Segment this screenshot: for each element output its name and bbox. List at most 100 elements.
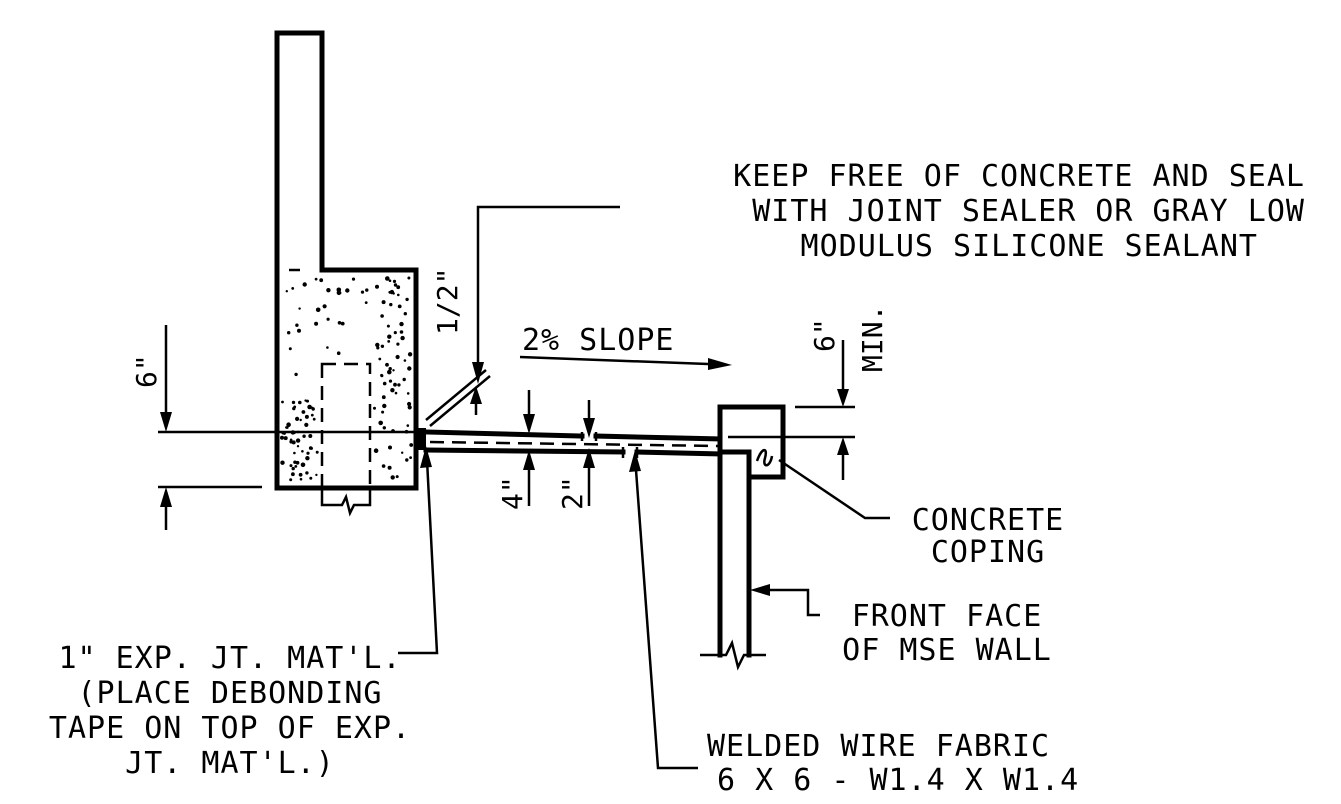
stipple-dot [402,377,406,382]
stipple-dot [409,456,412,459]
stipple-dot [373,448,379,454]
stipple-dot [293,451,296,455]
stipple-dot [387,334,392,339]
stipple-dot [291,440,296,445]
slope-indicator: 2% SLOPE [519,323,732,370]
note-mse-line-2: OF MSE WALL [842,633,1052,668]
stipple-dot [395,475,399,479]
stipple-dot [292,406,296,411]
stipple-dot [375,284,379,289]
stipple-dot [405,458,409,462]
mse-wall [700,449,766,671]
stipple-dot [399,321,404,327]
stipple-dot [345,288,350,293]
stipple-dot [406,392,410,395]
stipple-dot [301,450,304,453]
stipple-dot [360,290,365,294]
stipple-dot [306,399,309,403]
note-mse-line-1: FRONT FACE [852,599,1043,634]
stipple-dot [385,276,390,281]
stipple-dot [326,288,331,293]
stipple-dot [291,400,296,405]
stipple-dot [340,321,345,326]
stipple-dot [373,406,376,410]
stipple-dot [293,460,297,464]
stipple-dot [296,445,300,448]
stipple-dot [315,450,319,454]
stipple-dot [381,464,386,468]
stipple-dot [387,369,392,375]
stipple-dot [390,475,395,480]
stipple-dot [289,464,293,468]
note-exp-jt-line-4: JT. MAT'L.) [125,746,335,781]
stipple-dot [385,362,389,367]
stipple-dot [281,400,284,404]
stipple-dot [300,462,306,468]
stipple-dot [305,456,310,461]
slab [417,428,723,458]
stipple-dot [382,381,387,386]
leader-exp-jt [398,446,439,655]
stipple-dot [337,321,342,325]
stipple-dot [322,304,327,309]
stipple-dot [295,438,301,443]
stipple-dot [298,307,301,310]
stipple-dot [280,435,284,440]
stipple-dot [314,321,319,326]
note-exp-jt-line-3: TAPE ON TOP OF EXP. [49,711,411,746]
note-keep-free: KEEP FREE OF CONCRETE AND SEAL WITH JOIN… [733,159,1304,264]
note-exp-jt-line-2: (PLACE DEBONDING [78,676,383,711]
stipple-dot [380,344,385,348]
stipple-dot [386,324,390,328]
note-wwf-line-1: WELDED WIRE FABRIC [707,729,1050,764]
stipple-dot [393,283,398,287]
stipple-dot [364,301,368,304]
stipple-dot [397,304,402,309]
stipple-dot [407,405,412,410]
stipple-dot [326,346,329,349]
stipple-dot [336,351,341,356]
stipple-dot [294,465,298,468]
note-keep-free-line-3: MODULUS SILICONE SEALANT [801,229,1258,264]
note-coping: CONCRETE COPING [912,503,1064,570]
stipple-dot [286,422,291,428]
stipple-dot [387,465,392,470]
note-exp-jt: 1" EXP. JT. MAT'L. (PLACE DEBONDING TAPE… [49,641,411,781]
stipple-dot [378,420,384,426]
leader-wwf [629,450,698,770]
stipple-dot [286,426,289,429]
leader-keep-free [472,205,620,384]
dimension-6in-min: 6" MIN. [728,305,889,480]
stipple-dot [308,434,313,438]
dimension-label-6in-min: 6" [808,318,841,352]
stipple-dot [394,391,398,395]
stipple-dot [310,413,314,417]
stipple-dot [399,330,404,334]
stipple-dot [380,314,384,318]
concrete-barrier [274,30,419,517]
stipple-dot [299,418,302,422]
stipple-dot [400,335,405,341]
stipple-dot [405,297,409,302]
stipple-dot [295,323,299,327]
stipple-dot [297,328,301,333]
dimension-label-half-inch: 1/2" [431,268,464,335]
stipple-dot [287,331,291,335]
stipple-dot [308,446,313,450]
dimension-2in: 2" [556,400,595,510]
stipple-dot [392,369,395,372]
stipple-dot [365,288,369,292]
leader-coping [778,458,890,520]
stipple-dot [305,471,309,475]
stipple-dot [407,401,412,407]
stipple-dot [381,395,386,400]
stipple-dot [409,443,414,447]
dimension-label-min: MIN. [856,305,889,372]
stipple-dot [280,460,285,465]
stipple-dot [393,382,397,387]
stipple-dot [309,476,313,480]
stipple-dot [401,451,404,454]
stipple-dot [295,416,300,421]
stipple-dot [301,410,306,414]
